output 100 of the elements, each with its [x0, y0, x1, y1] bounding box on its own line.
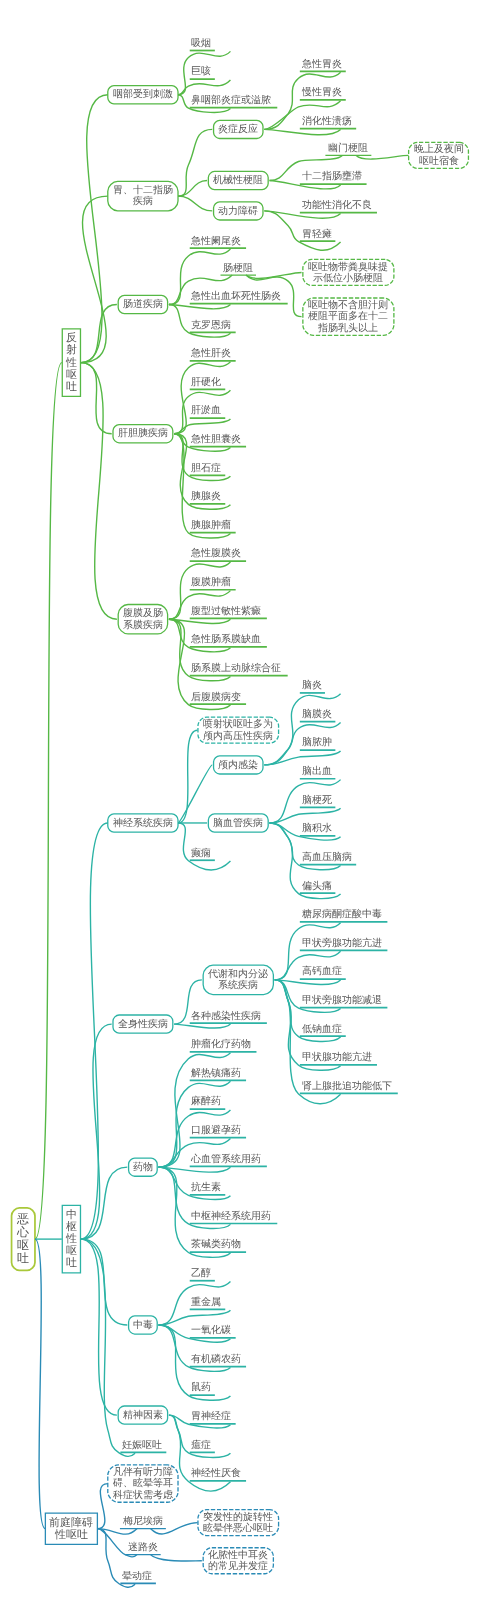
- connector: [177, 179, 208, 197]
- node-box: 中枢性呕吐: [61, 1204, 82, 1274]
- connector: [177, 195, 213, 212]
- node-box: 肠道疾病: [117, 294, 169, 315]
- node-text: 鼠药: [191, 1380, 212, 1393]
- node-text: 心血管系统用药: [191, 1151, 262, 1164]
- connector: [177, 50, 232, 96]
- node-text: 胃轻瘫: [301, 226, 332, 239]
- node-text: 消化性溃疡: [301, 113, 352, 126]
- node-box: 腹膜及肠系膜疾病: [117, 603, 169, 635]
- connector: [355, 154, 410, 160]
- node-text: 胃神经症: [191, 1409, 232, 1422]
- connector: [96, 1527, 136, 1588]
- node-box: 中毒: [127, 1315, 158, 1335]
- connector: [274, 979, 342, 1105]
- connector: [173, 979, 203, 1025]
- connector: [263, 100, 342, 131]
- connector: [157, 1166, 232, 1201]
- node-box: 咽部受到刺激: [107, 84, 179, 105]
- node-text: 肠梗阻: [223, 260, 254, 273]
- node-box: 精神因素: [117, 1405, 169, 1425]
- node-text: 各种感染性疾病: [191, 1008, 262, 1021]
- connector: [157, 1166, 232, 1258]
- node-box: 化脓性中耳炎的常见并发症: [202, 1547, 275, 1575]
- connector: [268, 179, 342, 190]
- node-text: 急性肝炎: [191, 346, 232, 359]
- node-box: 呕吐物带粪臭味提示低位小肠梗阻: [302, 258, 395, 287]
- connector: [168, 303, 232, 338]
- node-text: 胰腺炎: [191, 489, 222, 502]
- node-text: 急性胃炎: [301, 56, 342, 69]
- node-box: 呕吐物不含胆汁则梗阻平面多在十二指肠乳头以上: [302, 297, 395, 336]
- connector: [263, 693, 342, 766]
- node-text: 脑炎: [301, 678, 322, 691]
- connector: [177, 764, 213, 824]
- node-text: 茶碱类药物: [191, 1237, 242, 1250]
- node-text: 幽门梗阻: [328, 141, 369, 154]
- node-text: 迷路炎: [127, 1540, 158, 1553]
- node-text: 解热镇痛药: [191, 1065, 242, 1078]
- node-text: 抗生素: [191, 1180, 222, 1193]
- node-text: 重金属: [191, 1294, 222, 1307]
- node-box: 动力障碍: [212, 201, 264, 221]
- node-text: 妊娠呕吐: [122, 1437, 163, 1450]
- connector: [263, 750, 342, 766]
- node-text: 低钠血症: [301, 1021, 342, 1034]
- node-text: 吸烟: [191, 35, 212, 48]
- connector: [168, 561, 232, 620]
- node-text: 后腹膜病变: [191, 689, 242, 702]
- node-text: 有机磷农药: [191, 1351, 242, 1364]
- connector: [245, 274, 303, 318]
- connector: [268, 822, 342, 900]
- connector: [263, 721, 342, 766]
- node-text: 口服避孕药: [191, 1122, 242, 1135]
- node-text: 中枢神经系统用药: [191, 1208, 272, 1221]
- node-box: 恶心呕吐: [10, 1207, 36, 1272]
- connector: [177, 94, 232, 114]
- node-text: 一氧化碳: [191, 1323, 232, 1336]
- connector: [80, 94, 109, 364]
- node-text: 脑脓肿: [301, 735, 332, 748]
- connector: [157, 1080, 232, 1168]
- node-text: 甲状旁腺功能亢进: [301, 935, 382, 948]
- connector: [157, 1109, 232, 1168]
- node-text: 偏头痛: [301, 878, 332, 891]
- node-text: 鼻咽部炎症或溢脓: [191, 93, 272, 106]
- node-text: 腹型过敏性紫癜: [191, 603, 262, 616]
- connector: [157, 1166, 232, 1173]
- node-text: 脑膜炎: [301, 706, 332, 719]
- connector: [157, 1137, 232, 1168]
- connector: [96, 1527, 138, 1558]
- node-box: 突发性的旋转性眩晕伴恶心呕吐: [197, 1508, 280, 1537]
- connector: [150, 1521, 199, 1535]
- connector: [80, 195, 109, 364]
- connector: [157, 1324, 232, 1401]
- connector: [177, 822, 232, 871]
- connector: [168, 589, 232, 620]
- node-text: 晕动症: [122, 1568, 153, 1581]
- node-box: 神经系统疾病: [107, 813, 179, 833]
- node-box: 全身性疾病: [112, 1014, 174, 1034]
- node-box: 胃、十二指肠疾病: [107, 180, 179, 212]
- node-text: 糖尿病酮症酸中毒: [301, 907, 382, 920]
- node-box: 脑血管疾病: [207, 813, 269, 833]
- node-text: 十二指肠壅滞: [301, 169, 362, 182]
- node-text: 乙醇: [191, 1266, 212, 1279]
- connector: [157, 1052, 232, 1168]
- node-text: 肝硬化: [191, 374, 222, 387]
- node-text: 高血压脑病: [301, 849, 352, 862]
- node-text: 巨咳: [191, 64, 212, 77]
- node-box: 炎症反应: [212, 119, 264, 140]
- node-text: 神经性厌食: [191, 1466, 242, 1479]
- node-text: 脑出血: [301, 764, 332, 777]
- node-text: 癔症: [191, 1437, 212, 1450]
- node-text: 克罗恩病: [191, 317, 232, 330]
- connector: [157, 1166, 232, 1230]
- connector: [168, 618, 232, 711]
- node-text: 功能性消化不良: [301, 197, 372, 210]
- connector: [263, 128, 342, 136]
- node-text: 急性出血坏死性肠炎: [191, 288, 282, 301]
- connector: [34, 361, 63, 1240]
- connector: [150, 1554, 203, 1562]
- node-box: 凡伴有听力障碍、眩晕等耳科症状需考虑: [107, 1464, 179, 1503]
- node-text: 肠系膜上动脉综合征: [191, 660, 282, 673]
